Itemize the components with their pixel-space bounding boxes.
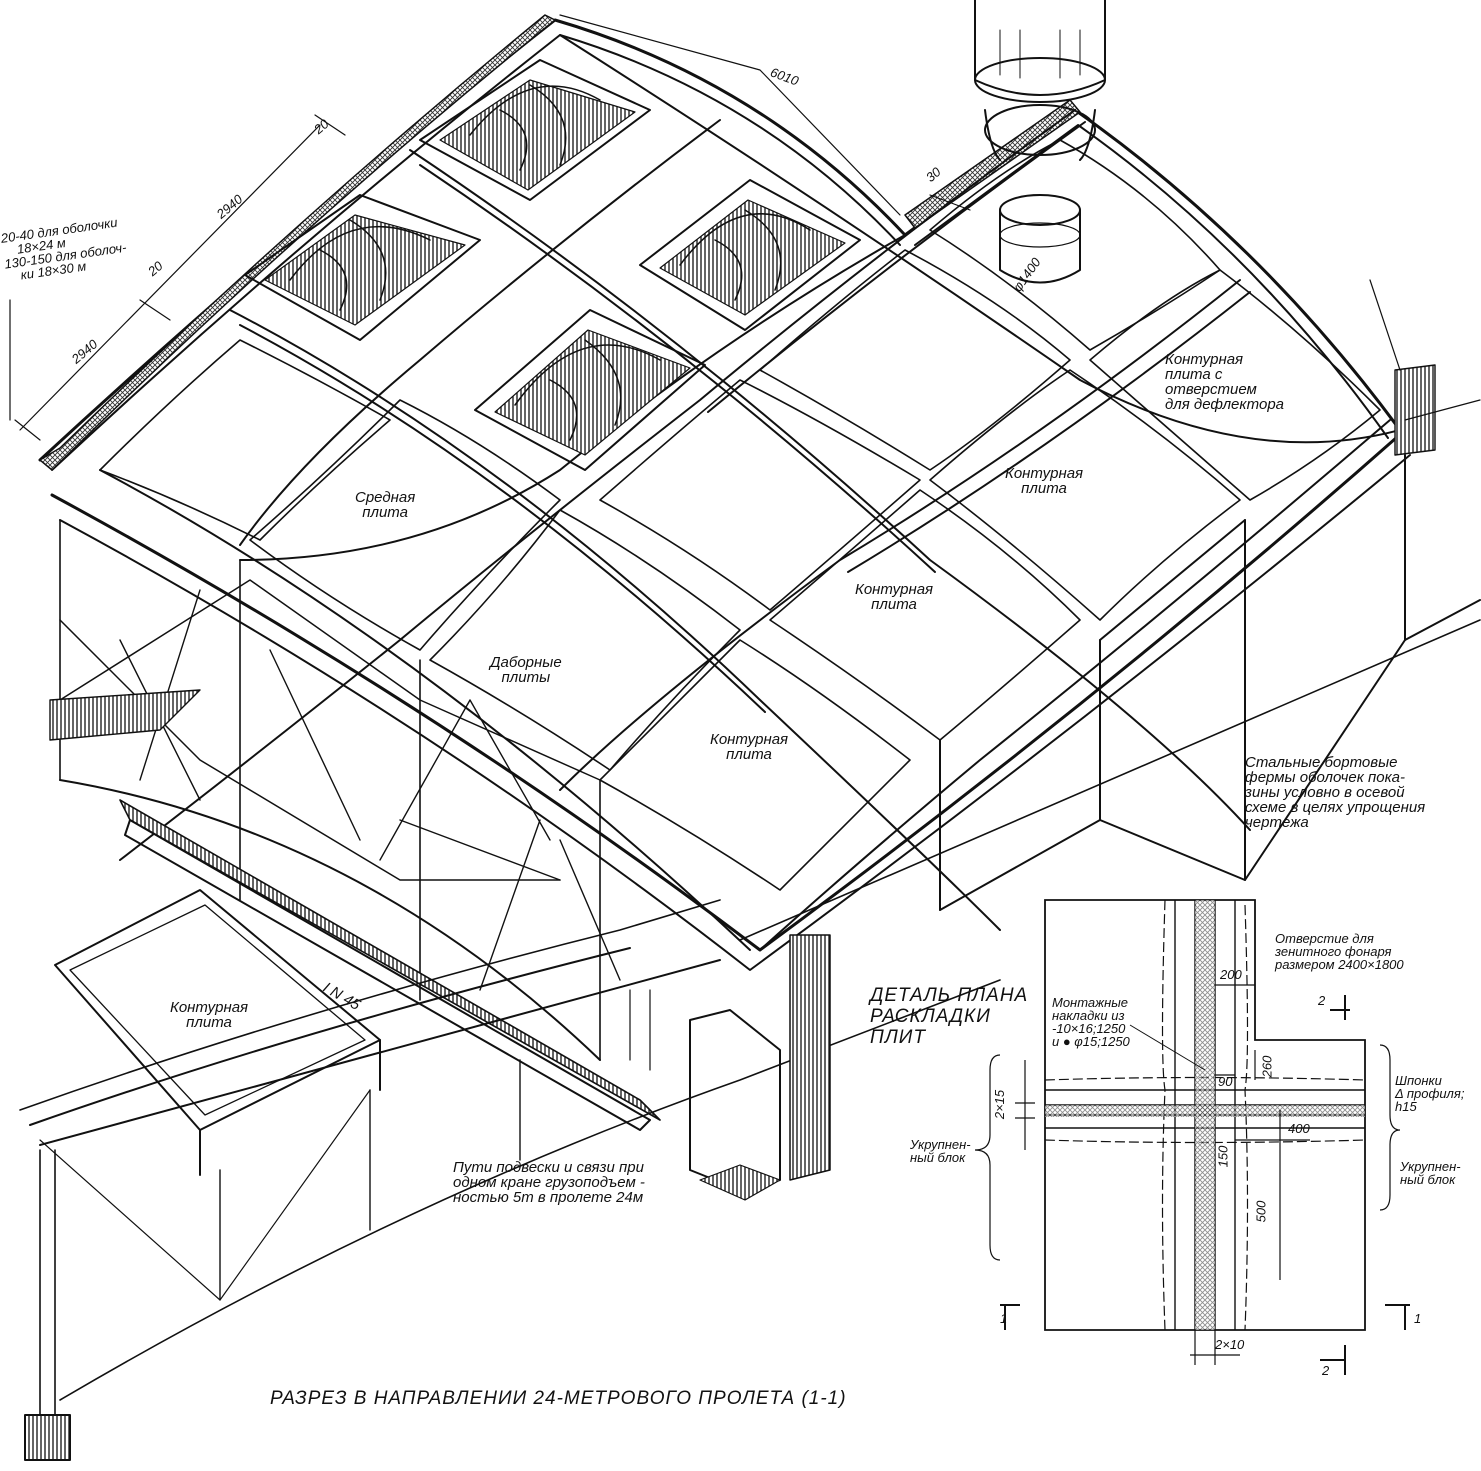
label-infill-plates: Даборные плиты	[490, 654, 562, 686]
detail-mounting-plates: Монтажные накладки из -10×16;1250 и ● φ1…	[1052, 995, 1130, 1049]
central-support	[629, 934, 831, 1201]
label-contour-plate-lower: Контурная плита	[170, 999, 249, 1031]
dim-260: 260	[1259, 1055, 1275, 1078]
left-column	[24, 1149, 71, 1461]
section-title: РАЗРЕЗ В НАПРАВЛЕНИИ 24-МЕТРОВОГО ПРОЛЕТ…	[270, 1388, 847, 1409]
parapet-left	[39, 14, 556, 471]
section-mark-1-right: 1	[1414, 1311, 1422, 1326]
detail-keys: Шпонки Δ профиля; h15	[1395, 1073, 1465, 1114]
lower-contour-plate	[54, 889, 381, 1176]
section-mark-1-left: 1	[1000, 1311, 1008, 1326]
skylight-2	[244, 194, 481, 341]
label-contour-plate-deflector: Контурная плита с отверстием для дефлект…	[1165, 351, 1285, 413]
right-end-wall	[1369, 279, 1481, 456]
section-mark-2-bottom: 2	[1322, 1363, 1330, 1378]
deflector	[974, 0, 1106, 284]
crane-beam	[49, 689, 661, 1131]
skylight-4	[474, 309, 706, 471]
dim-2x10: 2×10	[1215, 1337, 1245, 1352]
label-contour-plate-2: Контурная плита	[855, 581, 934, 613]
label-crane-note: Пути подвески и связи при одном кране гр…	[453, 1159, 645, 1206]
dim-2x15: 2×15	[992, 1089, 1008, 1120]
detail-plan	[974, 899, 1410, 1375]
parapet-right	[904, 99, 1081, 229]
label-middle-plate: Средная плита	[355, 489, 416, 521]
dimension-lines	[9, 14, 971, 441]
detail-enlarged-block-right: Укрупнен- ный блок	[1400, 1159, 1461, 1187]
label-contour-plate-3: Контурная плита	[1005, 465, 1084, 497]
dim-500: 500	[1253, 1200, 1269, 1223]
roof-right-edge	[903, 108, 1402, 432]
label-steel-trusses-note: Стальные бортовые фермы оболочек пока- з…	[1245, 754, 1426, 831]
dim-150: 150	[1215, 1145, 1231, 1168]
skylight-3	[639, 179, 861, 331]
label-contour-plate-1: Контурная плита	[710, 731, 789, 763]
dim-400: 400	[1288, 1121, 1310, 1136]
skylight-1	[419, 59, 651, 201]
detail-title: ДЕТАЛЬ ПЛАНА РАСКЛАДКИ ПЛИТ	[870, 985, 1029, 1048]
detail-enlarged-block-left: Укрупнен- ный блок	[910, 1137, 971, 1165]
section-mark-2-top: 2	[1318, 993, 1326, 1008]
dim-90: 90	[1218, 1074, 1233, 1089]
roof-bottom-edge	[50, 428, 1407, 952]
dim-200: 200	[1220, 967, 1242, 982]
detail-skylight-opening: Отверстие для зенитного фонаря размером …	[1275, 931, 1404, 972]
